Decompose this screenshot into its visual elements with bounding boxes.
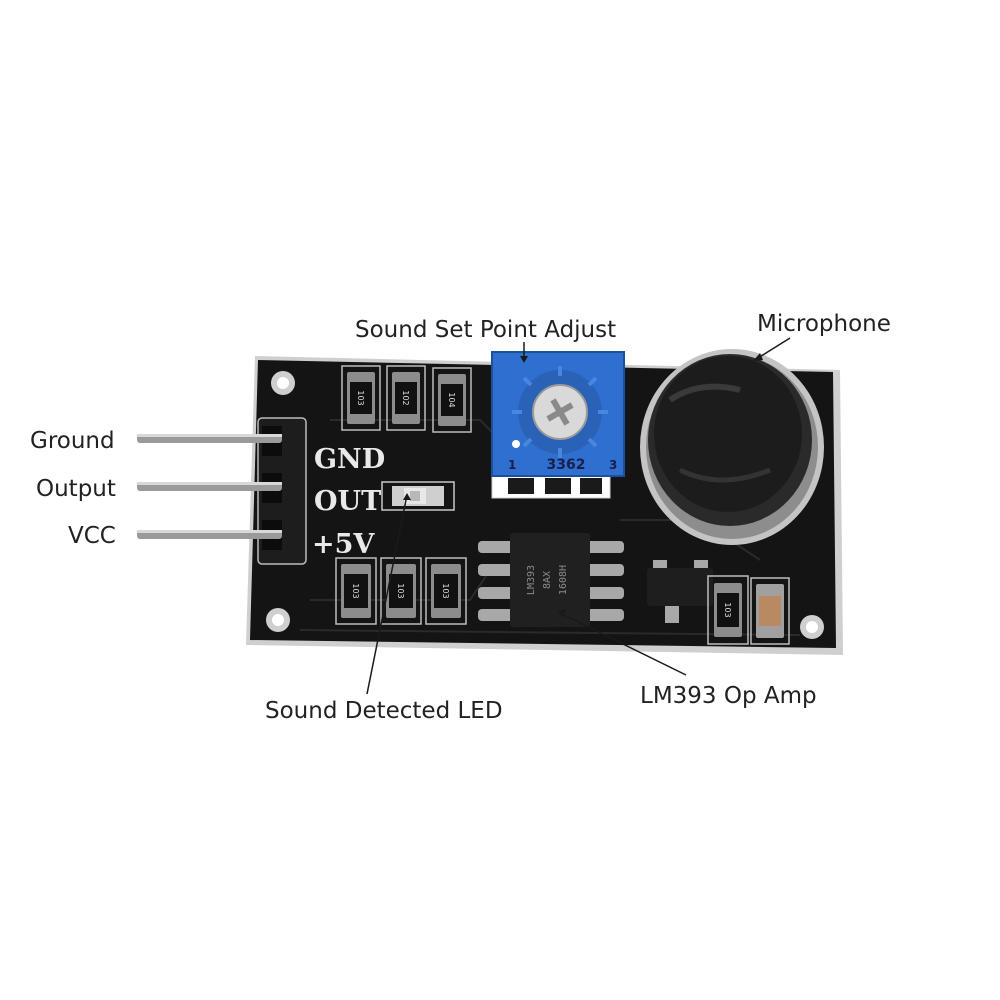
pin-header (257, 417, 307, 565)
label-sound-set-point-adjust: Sound Set Point Adjust (355, 317, 617, 343)
silk-5v: +5V (312, 529, 375, 560)
vcc-pin (137, 530, 282, 539)
arrow-microphone (753, 337, 791, 361)
label-ground: Ground (30, 428, 115, 454)
resistor-code: 103 (356, 390, 365, 405)
resistor-code: 104 (447, 392, 456, 407)
output-pin (137, 482, 282, 491)
chip-text-line2: 8AX (542, 571, 553, 589)
potentiometer: 3362 1 3 (491, 351, 625, 499)
resistor-bottom-1: 103 (335, 557, 377, 625)
resistor-code: 102 (401, 390, 410, 405)
resistor-top-3: 104 (432, 367, 472, 433)
arrow-setpoint (520, 342, 528, 363)
label-lm393-op-amp: LM393 Op Amp (640, 683, 817, 709)
silk-out: OUT (314, 486, 381, 517)
resistor-top-2: 102 (386, 365, 426, 431)
mounting-hole-icon (271, 371, 295, 395)
label-vcc: VCC (68, 523, 116, 549)
resistor-code: 103 (396, 583, 405, 598)
resistor-code: 103 (441, 583, 450, 598)
ground-pin (137, 434, 282, 443)
resistor-code: 103 (723, 602, 732, 617)
arrow-led (366, 493, 411, 695)
microphone (640, 349, 824, 545)
transistor (647, 560, 713, 623)
silk-gnd: GND (314, 444, 385, 475)
mounting-hole-icon (800, 615, 824, 639)
label-sound-detected-led: Sound Detected LED (265, 698, 503, 724)
resistor-bottom-2: 103 (380, 557, 422, 625)
label-microphone: Microphone (757, 311, 891, 337)
resistor-top-1: 103 (341, 365, 381, 431)
pot-pin1-text: 1 (508, 458, 516, 472)
arrow-opamp (558, 609, 687, 676)
resistor-code: 103 (351, 583, 360, 598)
capacitor (750, 577, 790, 645)
pot-pin3-text: 3 (609, 458, 617, 472)
resistor-bottom-3: 103 (425, 557, 467, 625)
resistor-right: 103 (707, 575, 749, 645)
mounting-hole-icon (266, 608, 290, 632)
chip-text-line1: LM393 (526, 565, 537, 595)
pot-model-text: 3362 (547, 457, 586, 473)
lm393-chip: LM393 8AX 1608H (478, 533, 624, 627)
sound-detected-led (381, 481, 455, 511)
chip-text-line3: 1608H (558, 565, 569, 595)
label-output: Output (36, 476, 116, 502)
